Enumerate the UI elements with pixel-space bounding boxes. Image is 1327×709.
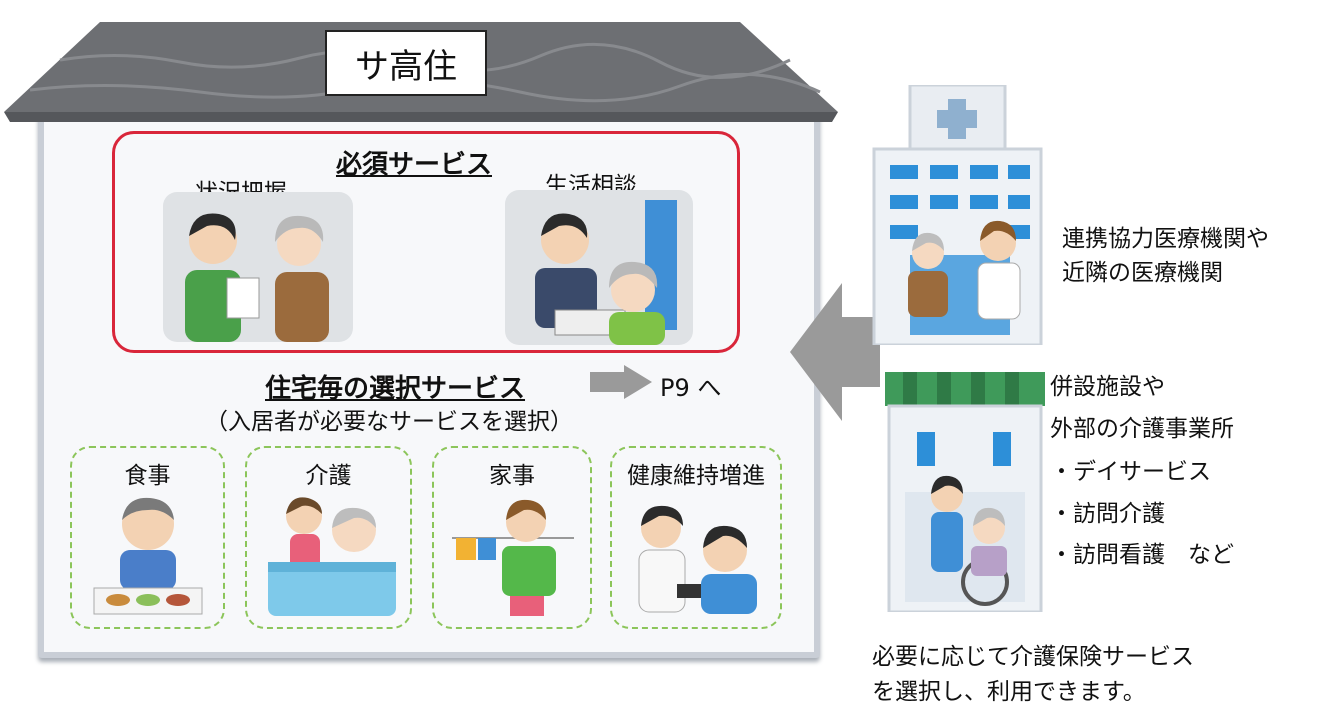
option-box-meal: [70, 446, 225, 629]
required-services-title: 必須サービス: [335, 150, 492, 180]
facility-text-line-5: ・訪問看護 など: [1050, 542, 1234, 568]
facility-text-line-3: ・デイサービス: [1050, 459, 1211, 485]
facility-text-line-2: 外部の介護事業所: [1050, 416, 1234, 442]
laundry-illustration: [452, 499, 574, 616]
life-consultation-illustration: [505, 190, 693, 345]
house-sign-label: サ高住: [355, 46, 457, 87]
medical-text-line-1: 連携協力医療機関や: [1062, 226, 1269, 252]
required-services-box: [112, 131, 740, 353]
option-label-health: 健康維持増進: [627, 463, 765, 489]
optional-services-subtitle: （入居者が必要なサービスを選択）: [205, 409, 573, 435]
option-box-health: [610, 446, 782, 629]
option-label-meal: 食事: [124, 463, 171, 489]
meal-illustration: [93, 497, 203, 615]
arrow-right-icon: [590, 365, 652, 399]
optional-services-title: 住宅毎の選択サービス: [265, 374, 526, 404]
option-box-care: [245, 446, 412, 629]
bath-care-illustration: [268, 497, 396, 616]
health-check-illustration: [638, 505, 757, 614]
page-reference-link[interactable]: P9 へ: [660, 374, 722, 402]
facility-text-line-1: 併設施設や: [1050, 374, 1165, 400]
medical-text-line-2: 近隣の医療機関: [1062, 260, 1223, 286]
footer-note-line-2: を選択し、利用できます。: [872, 679, 1146, 705]
care-facility-illustration: [885, 372, 1045, 612]
option-label-care: 介護: [305, 463, 352, 489]
house-sign: サ高住: [325, 30, 487, 96]
hospital-illustration: [872, 85, 1043, 345]
large-arrow-left-icon: [790, 283, 880, 421]
option-label-housework: 家事: [489, 463, 535, 489]
footer-note-line-1: 必要に応じて介護保険サービス: [872, 644, 1194, 670]
status-check-illustration: [163, 192, 353, 342]
option-box-housework: [432, 446, 592, 629]
facility-text-line-4: ・訪問介護: [1050, 501, 1165, 527]
